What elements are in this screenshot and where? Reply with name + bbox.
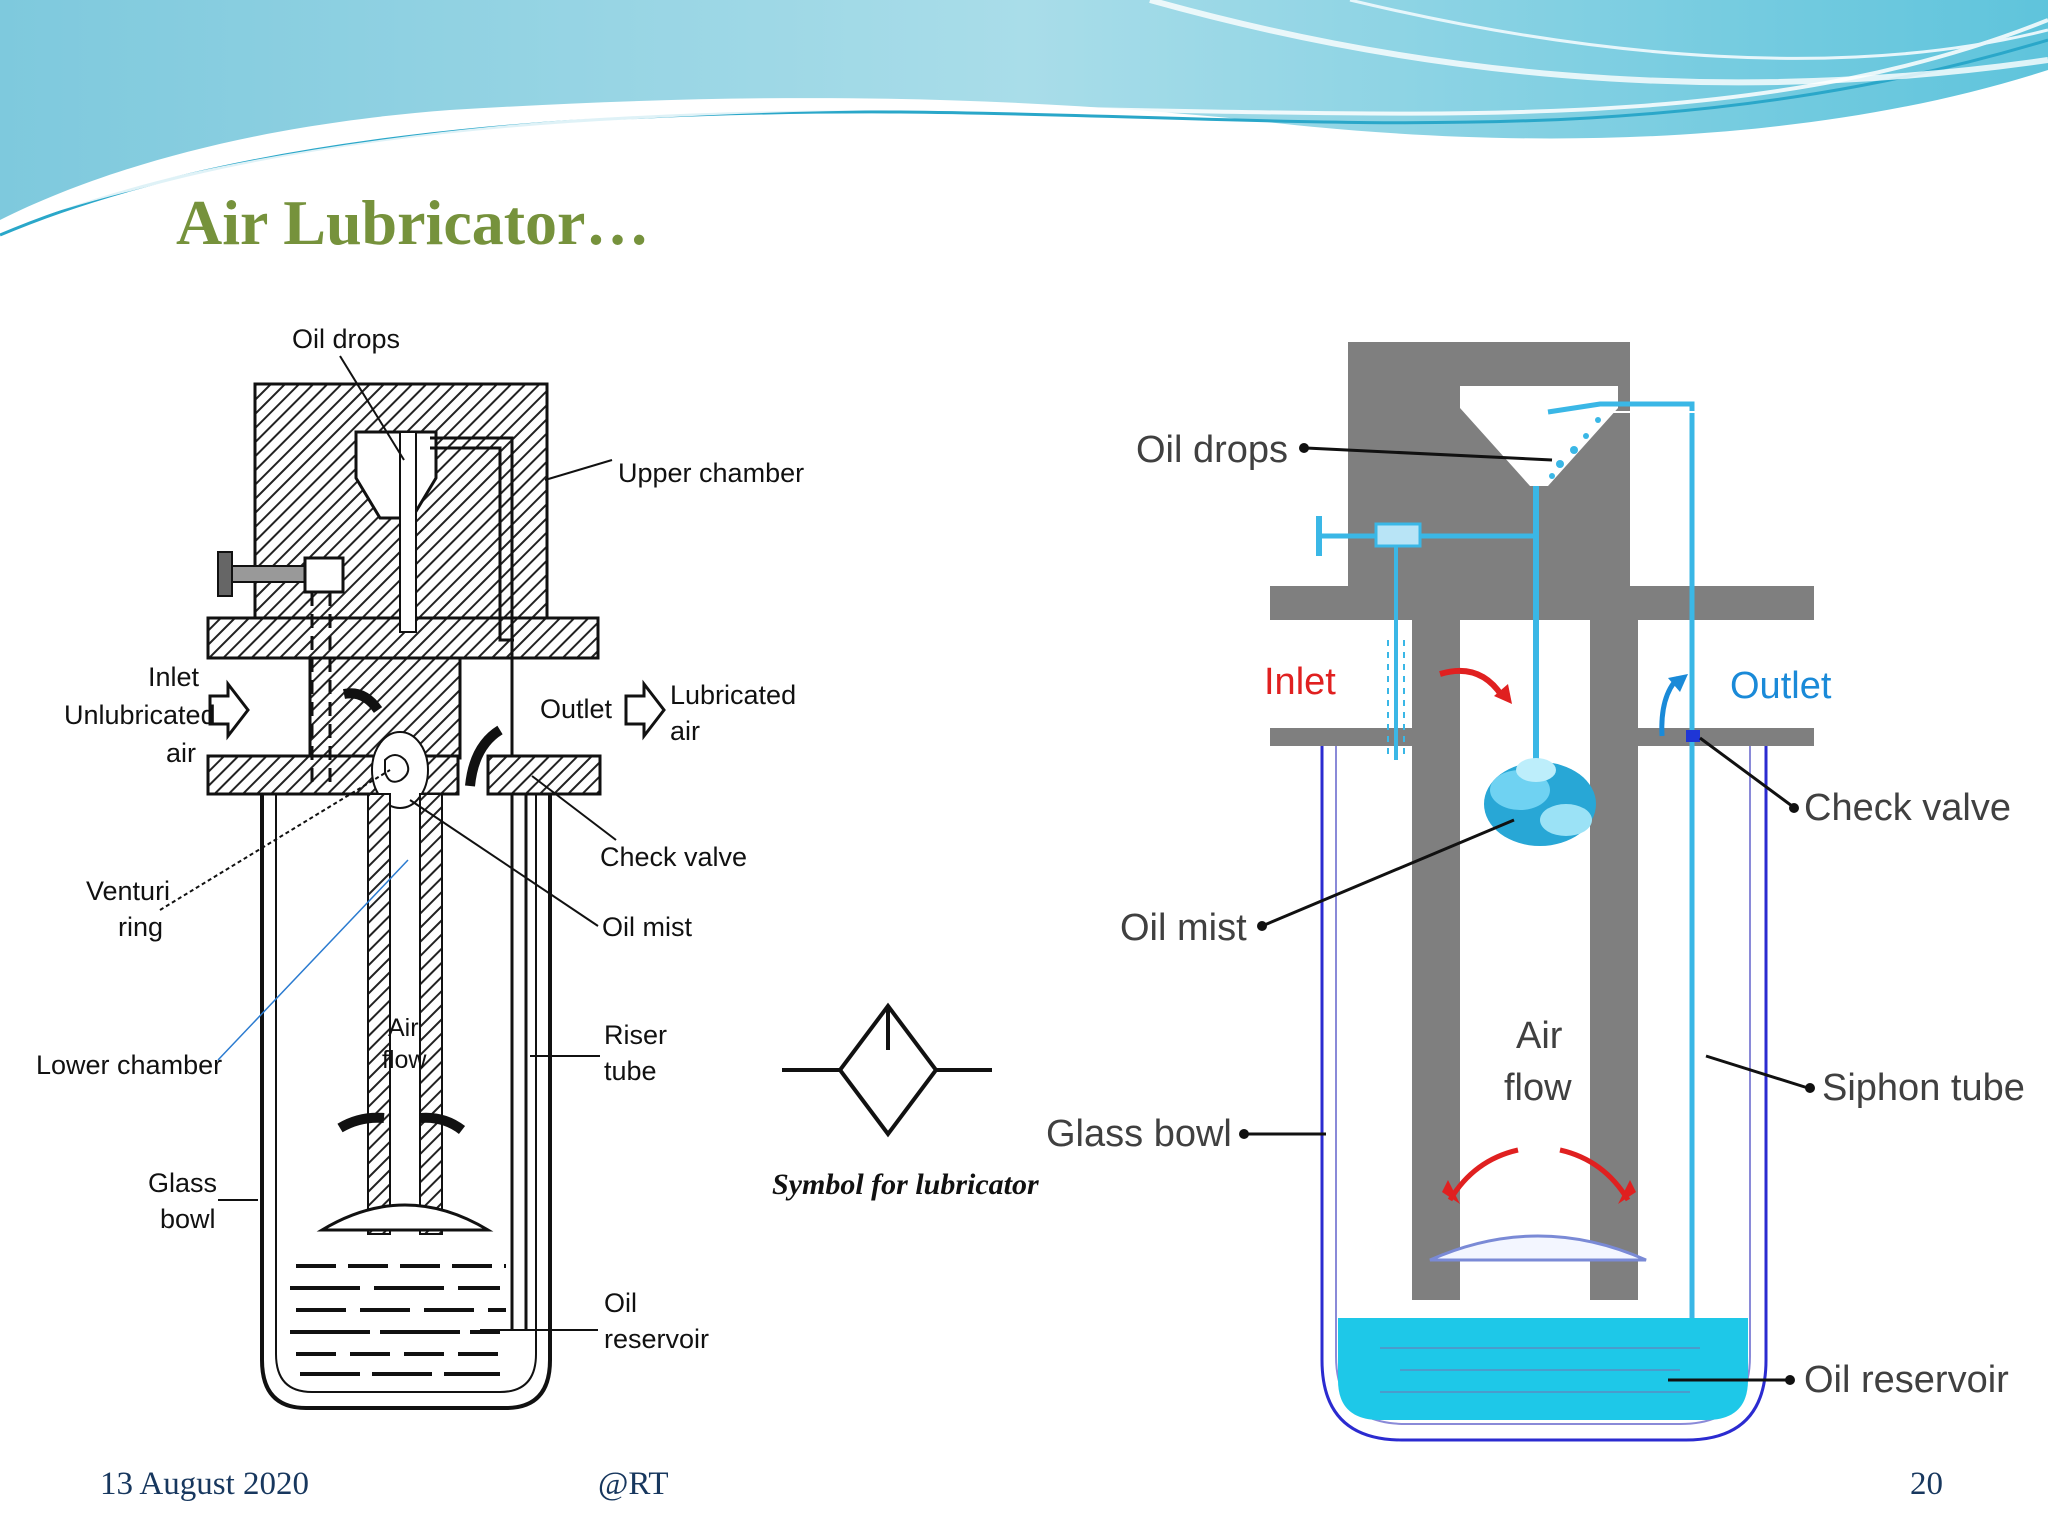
label-unlubricated: Unlubricated	[64, 700, 216, 730]
right-lubricator-diagram: Oil drops Inlet Outlet Check valve Oil m…	[1046, 342, 2025, 1442]
header-wave-banner	[0, 0, 2048, 237]
label-air: air	[166, 738, 196, 768]
label-flow-right: flow	[1504, 1067, 1572, 1109]
label-oil: Oil	[604, 1288, 637, 1318]
lubricator-symbol: Symbol for lubricator	[772, 1002, 1039, 1201]
label-oil-drops-right: Oil drops	[1136, 429, 1288, 471]
label-lubricated-air: air	[670, 716, 700, 746]
label-air-right: Air	[1516, 1015, 1563, 1057]
label-riser: Riser	[604, 1020, 667, 1050]
slide-title: Air Lubricator…	[176, 187, 650, 258]
footer-author: @RT	[598, 1466, 669, 1502]
label-oil-reservoir-right: Oil reservoir	[1804, 1359, 2009, 1401]
footer-page-number: 20	[1910, 1466, 1943, 1502]
label-reservoir: reservoir	[604, 1324, 709, 1354]
label-upper-chamber: Upper chamber	[618, 458, 804, 488]
label-check-valve: Check valve	[600, 842, 747, 872]
symbol-caption: Symbol for lubricator	[772, 1168, 1039, 1201]
label-inlet-right: Inlet	[1264, 661, 1336, 703]
label-siphon-tube: Siphon tube	[1822, 1067, 2025, 1109]
label-oil-mist: Oil mist	[602, 912, 692, 942]
label-venturi: Venturi	[86, 876, 170, 906]
label-glass-bowl: Glass bowl	[1046, 1113, 1232, 1155]
footer-date: 13 August 2020	[100, 1466, 310, 1502]
label-check-valve-right: Check valve	[1804, 787, 2011, 829]
right-lubricator-body	[1270, 342, 1814, 1442]
label-tube: tube	[604, 1056, 657, 1086]
lubricator-body	[206, 382, 666, 1410]
label-lower-chamber: Lower chamber	[36, 1050, 222, 1080]
label-ring: ring	[118, 912, 163, 942]
label-oil-drops: Oil drops	[292, 324, 400, 354]
label-inlet: Inlet	[148, 662, 200, 692]
label-air-flow-1: Air	[388, 1014, 419, 1042]
label-glass: Glass	[148, 1168, 217, 1198]
label-outlet: Outlet	[540, 694, 613, 724]
label-lubricated: Lubricated	[670, 680, 796, 710]
left-lubricator-diagram: Oil drops Upper chamber Inlet Unlubricat…	[36, 324, 804, 1410]
oil-mist-cloud	[1484, 758, 1596, 846]
label-bowl: bowl	[160, 1204, 216, 1234]
label-outlet-right: Outlet	[1730, 665, 1832, 707]
label-air-flow-2: flow	[382, 1046, 427, 1074]
label-oil-mist-right: Oil mist	[1120, 907, 1247, 949]
